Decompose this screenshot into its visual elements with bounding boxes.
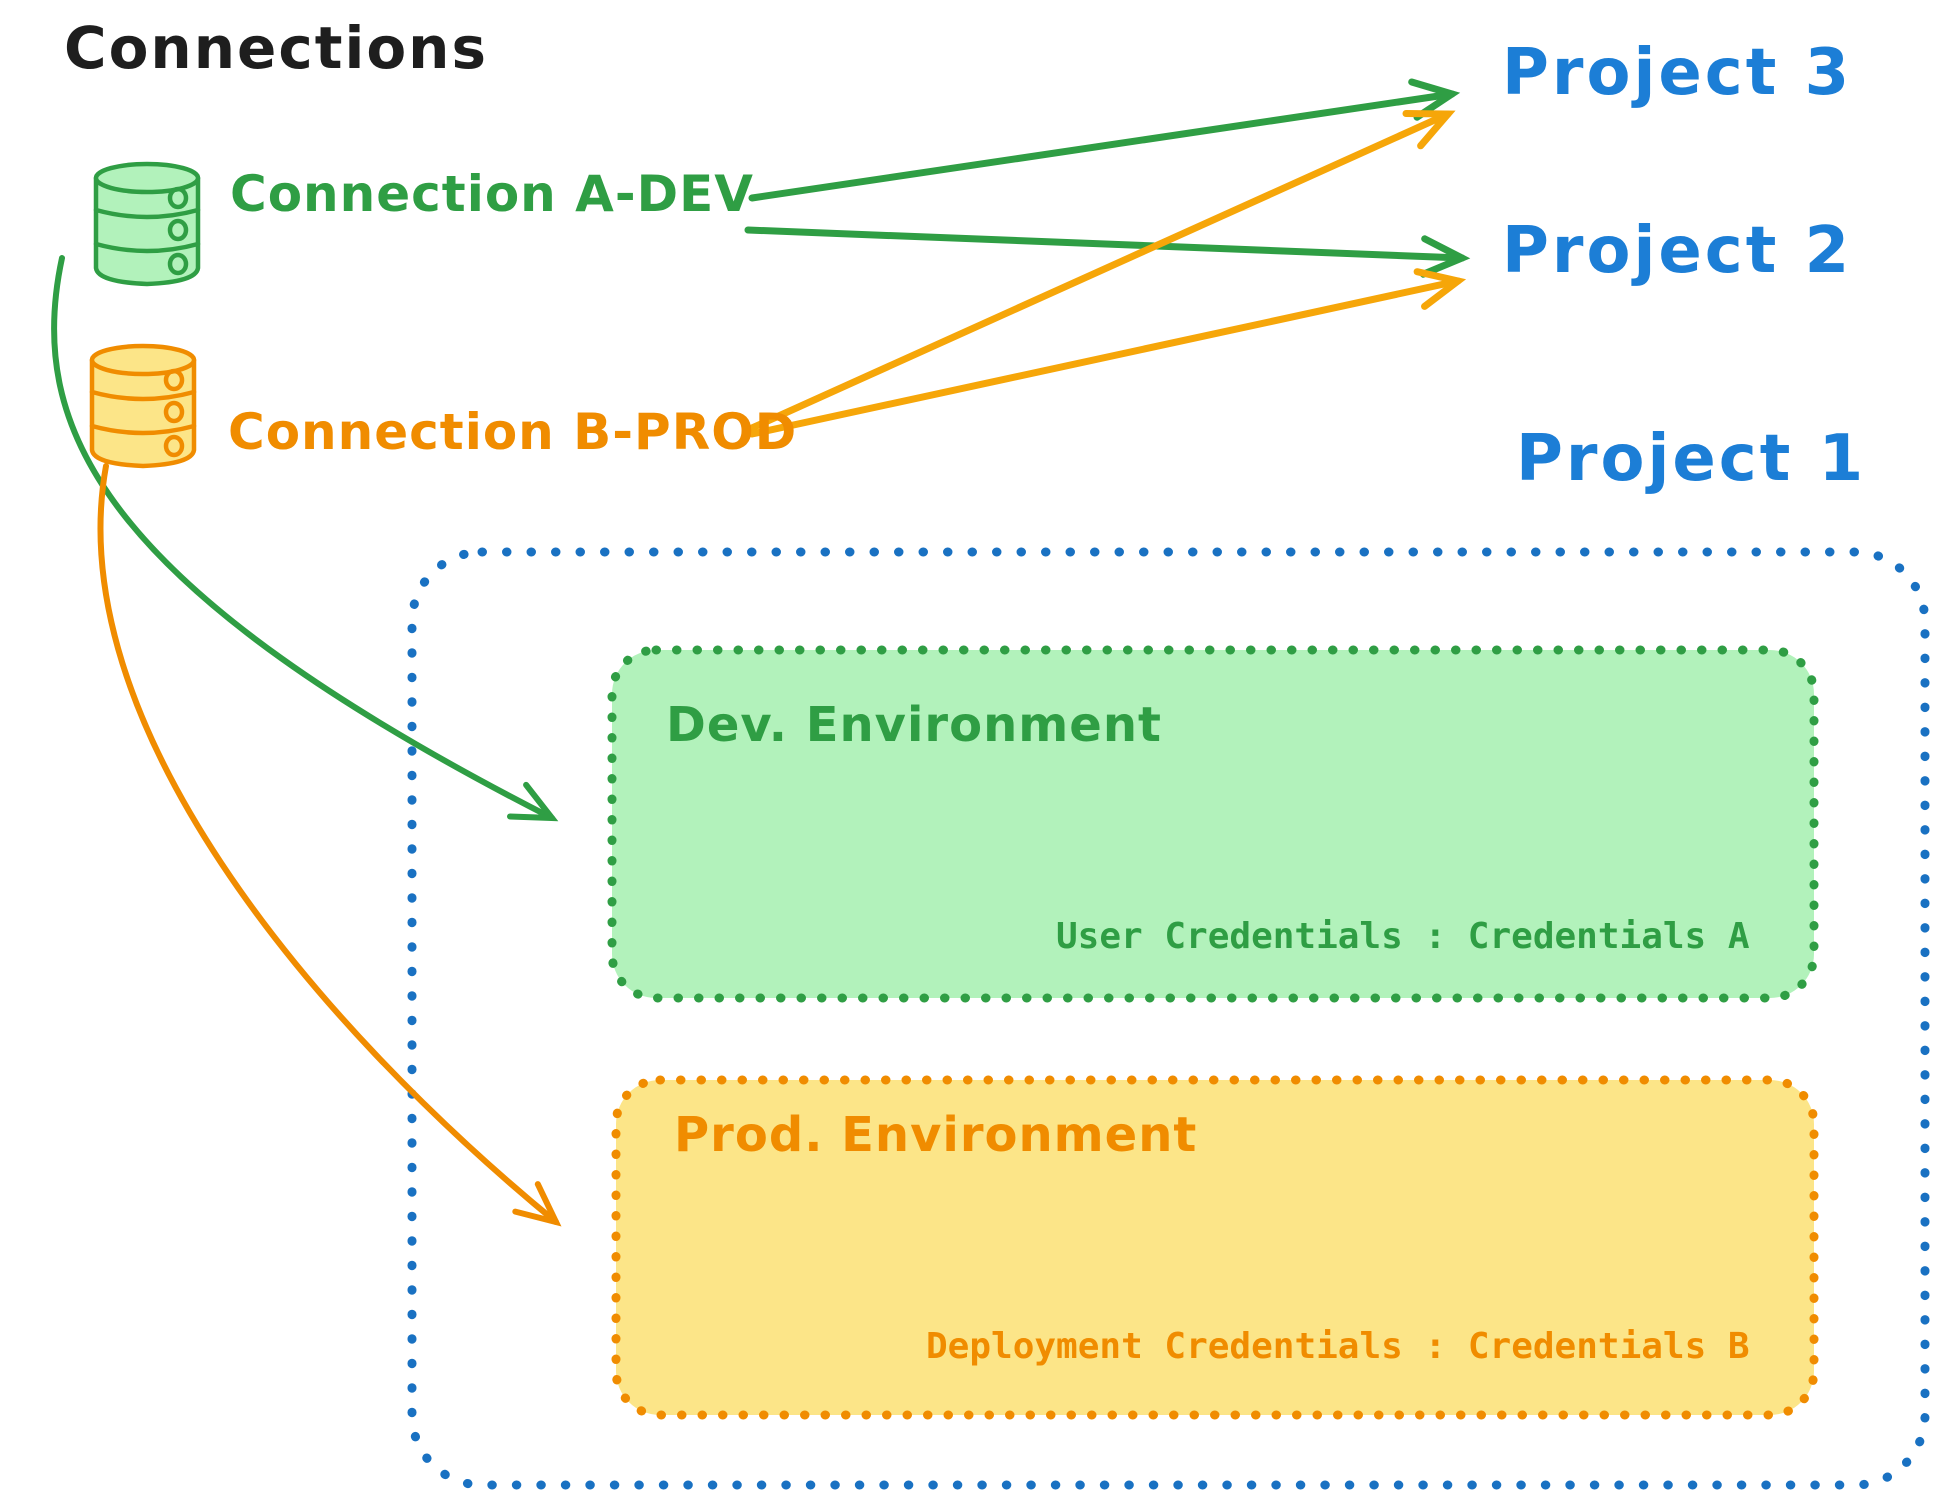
diagram-title: Connections [64,14,488,82]
project-3-label: Project 3 [1502,36,1853,110]
arrow-b-prod-to-project-2 [748,268,1467,438]
project-1-container-box [407,547,1930,1490]
connection-a-dev-label: Connection A-DEV [230,165,754,223]
arrow-b-prod-to-prod-environment [97,463,562,1227]
database-icon [89,343,197,469]
arrow-a-dev-to-project-3 [748,78,1461,202]
prod-environment-box [611,1075,1819,1420]
database-icon [93,161,201,287]
dev-environment-credentials-text: User Credentials : Credentials A [1056,916,1750,957]
dev-environment-title: Dev. Environment [666,697,1162,753]
project-2-label: Project 2 [1502,214,1853,288]
prod-environment-credentials-text: Deployment Credentials : Credentials B [926,1326,1750,1367]
arrow-a-dev-to-project-2 [744,226,1471,278]
prod-environment-title: Prod. Environment [674,1107,1198,1163]
dev-environment-box [607,645,1819,1003]
arrow-b-prod-to-project-3 [748,110,1456,432]
connection-b-prod-label: Connection B-PROD [228,403,798,461]
arrow-a-dev-to-dev-environment [51,255,559,822]
project-1-label: Project 1 [1516,422,1867,496]
